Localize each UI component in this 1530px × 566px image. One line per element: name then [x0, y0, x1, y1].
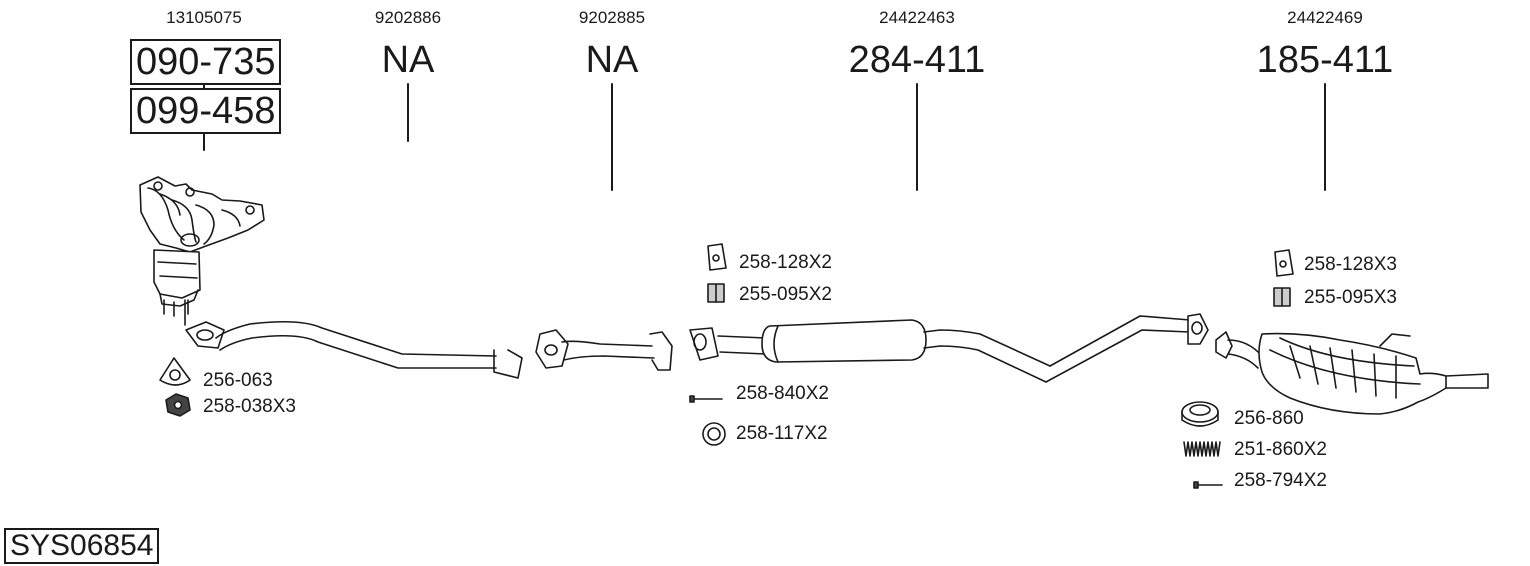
accessory-label[interactable]: 255-095X3 [1304, 287, 1397, 308]
rear-silencer[interactable] [1215, 331, 1489, 415]
ring-gasket-icon [1181, 401, 1219, 427]
bolt-icon [689, 395, 1223, 489]
accessory-label[interactable]: 258-128X2 [739, 252, 832, 273]
accessory-label[interactable]: 258-117X2 [736, 423, 828, 444]
part-number[interactable]: NA [585, 39, 639, 81]
part-number[interactable]: 284-411 [848, 39, 986, 81]
accessory-label[interactable]: 258-128X3 [1304, 254, 1397, 275]
accessory-label[interactable]: 258-038X3 [203, 396, 296, 417]
rubber-hanger-icon [707, 243, 1294, 277]
part-number-box[interactable]: 099-458 [130, 88, 282, 134]
accessory-label[interactable]: 258-840X2 [736, 383, 829, 404]
spring-icon [1183, 441, 1221, 457]
part-number[interactable]: 185-411 [1256, 39, 1394, 81]
leader-lines [203, 77, 1326, 191]
accessory-label[interactable]: 256-063 [203, 370, 273, 391]
nut-icon [165, 393, 191, 417]
rubber-mount-icon [707, 283, 1291, 307]
exhaust-manifold-catalyst[interactable] [139, 176, 265, 326]
front-pipe[interactable] [185, 320, 523, 379]
oe-number: 24422463 [879, 8, 955, 27]
part-number[interactable]: NA [381, 39, 435, 81]
gasket-triangle-icon [159, 357, 191, 386]
oe-number: 13105075 [166, 8, 242, 27]
accessory-label[interactable]: 256-860 [1234, 408, 1304, 429]
part-number-box[interactable]: 090-735 [130, 39, 282, 85]
system-code-box: SYS06854 [4, 528, 160, 564]
centre-silencer[interactable] [689, 313, 1209, 383]
accessory-label[interactable]: 255-095X2 [739, 284, 832, 305]
accessory-label[interactable]: 251-860X2 [1234, 439, 1327, 460]
oe-number: 24422469 [1287, 8, 1363, 27]
intermediate-pipe[interactable] [535, 329, 673, 371]
oe-number: 9202885 [578, 8, 646, 27]
oe-number: 9202886 [374, 8, 442, 27]
sealing-ring-icon [702, 422, 726, 446]
accessory-label[interactable]: 258-794X2 [1234, 470, 1327, 491]
